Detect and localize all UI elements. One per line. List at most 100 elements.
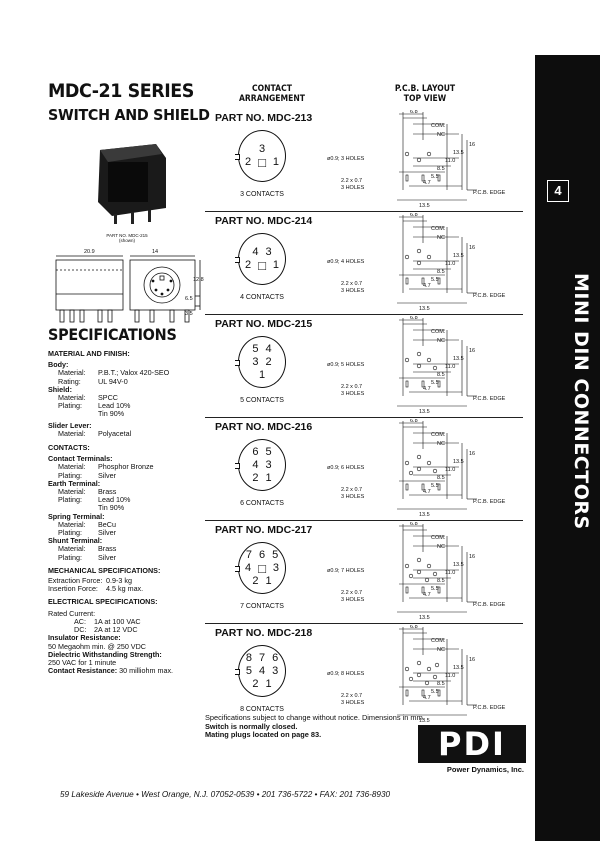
pcb-hole (416, 454, 422, 460)
pcb-holes-label: ø0.9; 8 HOLES (327, 671, 365, 677)
spec-key: Rating: (58, 376, 81, 386)
spec-key: Plating: (58, 495, 82, 505)
notes: Specifications subject to change without… (205, 713, 445, 740)
pcb-dim-label: 8.5 (437, 166, 445, 172)
connector-key-notch (235, 360, 240, 366)
pin-label: 2 (244, 259, 252, 271)
pcb-dim-label: 8.5 (437, 681, 445, 687)
spec-key: Plating: (58, 552, 82, 562)
pcb-dim-label: 13.5 (419, 718, 430, 724)
spec-label: Contact Resistance: (48, 666, 118, 676)
pcb-dim-label: 11.0 (445, 673, 455, 679)
pcb-hole (432, 674, 438, 680)
pcb-nc-label: NC (437, 235, 445, 241)
pcb-hole (416, 569, 422, 575)
pcb-slot-label: 3 HOLES (341, 494, 365, 500)
pcb-hole (426, 563, 432, 569)
pcb-dim-label: 13.5 (419, 409, 430, 415)
part-number: PART NO. MDC-217 (215, 524, 313, 536)
pcb-hole (416, 351, 422, 357)
spec-key: Insertion Force: (48, 584, 98, 594)
pin-label: 2 (244, 156, 252, 168)
pcb-dim-label: 13.5 (453, 356, 464, 362)
contact-arrangement-header: CONTACT ARRANGEMENT (238, 84, 305, 104)
spec-value: Silver (98, 552, 116, 562)
pcb-slot-label: 2.2 x 0.7 (341, 693, 362, 699)
pcb-dim-label: 6.8 (410, 522, 418, 527)
pcb-hole (404, 357, 410, 363)
pcb-nc-label: NC (437, 338, 445, 344)
pcb-com-label: COM. (431, 638, 446, 644)
pin-label: 2 (252, 677, 259, 690)
pcb-slot-label: 3 HOLES (341, 288, 365, 294)
pcb-hole (404, 563, 410, 569)
pcb-hole (416, 660, 422, 666)
spec-value: Silver (98, 470, 116, 480)
pcb-dim-label: 16 (469, 348, 475, 354)
pcb-hole (416, 363, 422, 369)
pin-label: 1 (265, 677, 272, 690)
pcb-slot (437, 174, 441, 182)
pcb-dim-label: 5.5 (431, 586, 439, 592)
connector-key-notch (235, 463, 240, 469)
spec-label: Dielectric Withstanding Strength: (48, 649, 162, 659)
spec-heading: MATERIAL AND FINISH: (48, 349, 130, 358)
pcb-hole (404, 666, 410, 672)
pin-label: 6 (252, 445, 259, 458)
pin-label: 5 (272, 548, 279, 561)
part-number: PART NO. MDC-218 (215, 627, 313, 639)
pcb-dim-label: 5.5 (431, 483, 439, 489)
pcb-holes-label: ø0.9; 3 HOLES (327, 156, 365, 162)
spec-value: 250 VAC for 1 minute (48, 657, 117, 667)
part-number: PART NO. MDC-215 (215, 318, 313, 330)
spec-value: 1A at 100 VAC (94, 616, 141, 626)
spec-value: Lead 10% (98, 401, 131, 411)
pcb-slot (421, 277, 425, 285)
pcb-hole (432, 468, 438, 474)
pcb-dim-label: 11.0 (445, 570, 455, 576)
spec-value: Lead 10% (98, 495, 131, 505)
pin-label: 2 (252, 471, 259, 484)
pin-label: 1 (272, 156, 280, 168)
section-number: 4 (547, 180, 569, 202)
pin-label: 5 (252, 342, 259, 355)
pcb-hole (434, 662, 440, 668)
note-line: Specifications subject to change without… (205, 713, 425, 722)
spec-value: 4.5 kg max. (106, 584, 144, 594)
pcb-dim-label: 6.8 (410, 419, 418, 424)
pcb-dim-label: 11.0 (445, 261, 455, 267)
pcb-dim-label: 13.5 (453, 665, 464, 671)
row-divider (205, 623, 523, 624)
connector-key-notch (235, 257, 240, 263)
spec-label: Insulator Resistance: (48, 633, 121, 643)
photo-caption-note: (shown) (118, 238, 135, 243)
pcb-slot (405, 483, 409, 491)
pcb-slot (437, 586, 441, 594)
pin-label: 6 (272, 651, 279, 664)
pcb-hole (404, 254, 410, 260)
pcb-dim-label: 4.7 (423, 695, 431, 701)
pin-label: 4 (252, 246, 259, 258)
section-label: MINI DIN CONNECTORS (570, 273, 592, 530)
pin-label: 4 (252, 458, 259, 471)
note-line: Switch is normally closed. (205, 721, 298, 731)
pin-label: 4 (258, 664, 266, 677)
pcb-holes-label: ø0.9; 7 HOLES (327, 568, 365, 574)
pin-label: 3 (258, 143, 266, 155)
pcb-dim-label: 11.0 (445, 467, 455, 473)
pcb-dim-label: 16 (469, 451, 475, 457)
pcb-slot (405, 586, 409, 594)
spec-label: Earth Terminal: (48, 478, 101, 488)
pin-label: 5 (245, 664, 252, 677)
pcb-hole (432, 365, 438, 371)
row-divider (205, 520, 523, 521)
pcb-nc-label: NC (437, 647, 445, 653)
pcb-com-label: COM. (431, 535, 446, 541)
pcb-holes-label: ø0.9; 6 HOLES (327, 465, 365, 471)
